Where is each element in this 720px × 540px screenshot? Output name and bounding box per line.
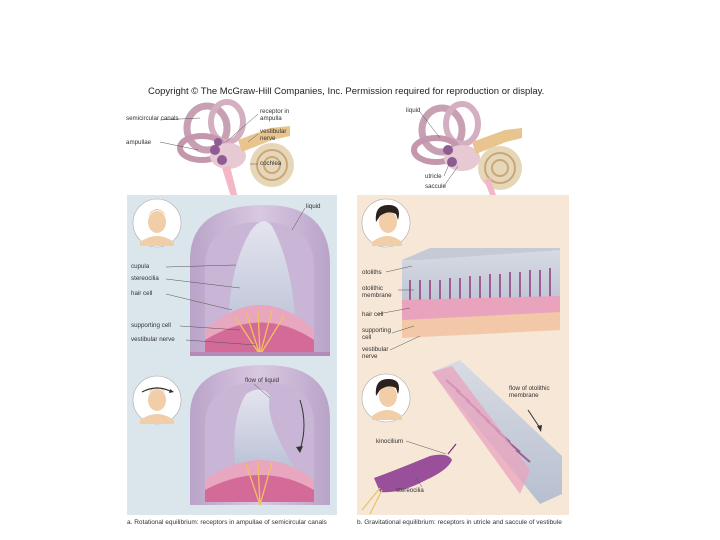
inner-ear-illustration-left xyxy=(177,99,294,200)
label-liquid-a: liquid xyxy=(306,203,321,210)
label-liquid-top: liquid xyxy=(406,107,421,114)
label-flow-of-liquid: flow of liquid xyxy=(245,377,280,384)
head-illustration-b1 xyxy=(361,198,411,248)
label-hair-cell-a: hair cell xyxy=(131,290,153,297)
inner-ear-illustration-right xyxy=(411,101,522,200)
label-otolithic-membrane: otolithic membrane xyxy=(362,285,392,299)
label-vestibular-nerve-a: vestibular nerve xyxy=(131,336,175,343)
label-supporting-cell-a: supporting cell xyxy=(131,322,171,329)
head-illustration-a1 xyxy=(132,198,182,248)
tilted-macula-illustration xyxy=(361,360,562,515)
label-semicircular-canals: semicircular canals xyxy=(126,115,179,122)
ampulla-illustration-lower xyxy=(190,365,330,506)
caption-b: b. Gravitational equilibrium: receptors … xyxy=(357,519,562,526)
label-saccule: saccule xyxy=(425,183,446,190)
caption-a: a. Rotational equilibrium: receptors in … xyxy=(127,519,327,526)
label-supporting-cell-b: supporting cell xyxy=(362,327,391,341)
label-cochlea: cochlea xyxy=(260,160,282,167)
label-utricle: utricle xyxy=(425,173,442,180)
ampulla-illustration-upper xyxy=(190,205,330,356)
label-stereocilia-a: stereocilia xyxy=(131,275,159,282)
label-flow-of-otolithic-membrane: flow of otolithic membrane xyxy=(509,385,550,399)
label-ampullae: ampullae xyxy=(126,139,152,146)
head-illustration-a2 xyxy=(132,375,182,425)
head-illustration-b2 xyxy=(361,373,411,423)
label-kinocilium: kinocilium xyxy=(376,438,404,445)
label-receptor-in-ampulla: receptor in ampulla xyxy=(260,108,290,122)
copyright-notice: Copyright © The McGraw-Hill Companies, I… xyxy=(148,86,545,97)
label-vestibular-nerve-b: vestibular nerve xyxy=(362,346,389,360)
label-hair-cell-b: hair cell xyxy=(362,311,384,318)
label-cupula: cupula xyxy=(131,263,150,270)
macula-illustration xyxy=(402,248,560,338)
label-vestibular-nerve-top: vestibular nerve xyxy=(260,128,287,142)
label-stereocilia-b: stereocilia xyxy=(396,487,424,494)
label-otoliths: otoliths xyxy=(362,269,382,276)
